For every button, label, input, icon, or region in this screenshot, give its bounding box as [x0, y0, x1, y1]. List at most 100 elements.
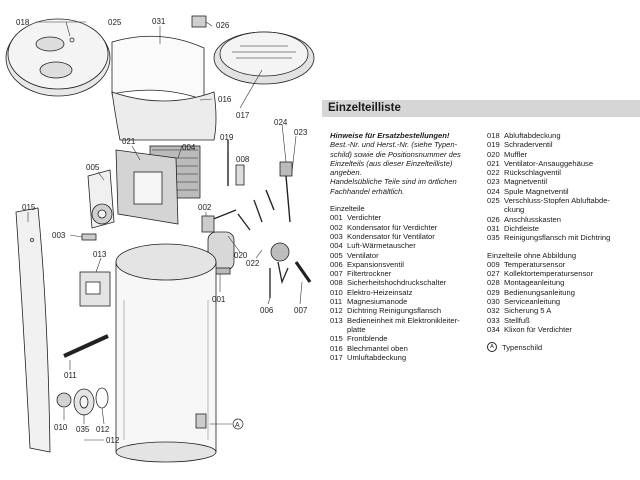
parts-list-title: Einzelteilliste [328, 102, 401, 114]
part-number: 017 [330, 352, 343, 362]
part-number: 005 [330, 250, 343, 260]
order-note-line: Fachhandel erhältlich. [330, 186, 405, 196]
control-unit-part [79, 271, 111, 307]
callout-008: 008 [236, 155, 250, 164]
section-heading-parts: Einzelteile [330, 204, 365, 214]
part-number: 003 [330, 231, 343, 241]
part-label: Magnetventil [504, 177, 548, 187]
callout-001: 001 [212, 295, 226, 304]
callout-016: 016 [218, 95, 232, 104]
parts-list-header: Einzelteilliste [322, 100, 640, 117]
exploded-view-diagram: 018 025 031 026 016 017 021 004 019 008 … [5, 15, 315, 463]
sealing-strip-part [111, 35, 205, 101]
part-label: platte [347, 324, 366, 334]
sealing-ring-part [95, 387, 109, 409]
order-note-title: Hinweise für Ersatzbestellungen! [330, 131, 450, 140]
part-label: Expansionsventil [347, 259, 404, 269]
callout-002: 002 [198, 203, 212, 212]
callout-007: 007 [294, 306, 308, 315]
magnesium-anode-part [63, 334, 109, 358]
part-label: Anschlusskasten [504, 214, 561, 224]
callout-018: 018 [16, 18, 30, 27]
part-label: Schraderventil [504, 140, 553, 150]
part-label: Verschluss-Stopfen Abluftabde- [504, 196, 610, 206]
type-plate-symbol-icon: A [487, 342, 497, 353]
storage-tank-part [115, 243, 217, 463]
callout-012-b: 012 [106, 436, 120, 445]
part-label: Sicherheitshochdruckschalter [347, 278, 447, 288]
list-item: 020 Muffler [487, 150, 637, 159]
part-number: 002 [330, 222, 343, 232]
part-number [330, 325, 347, 334]
order-note-line: Einzelteils (aus dieser Einzelteilliste) [330, 158, 453, 168]
callout-006: 006 [260, 306, 274, 315]
callout-003: 003 [52, 231, 66, 240]
part-number: 026 [487, 214, 500, 224]
callout-010: 010 [54, 423, 68, 432]
part-number: 021 [487, 158, 500, 168]
callout-035: 035 [76, 425, 90, 434]
callout-026: 026 [216, 21, 230, 30]
section-heading-unillustrated: Einzelteile ohne Abbildung [487, 250, 577, 260]
cleaning-flange-part [73, 388, 95, 416]
heating-insert-part [56, 392, 72, 408]
part-label: ckung [504, 205, 525, 215]
callout-015: 015 [22, 203, 36, 212]
fan-intake-housing-part [115, 149, 179, 225]
order-note-line: schild) sowie die Positionsnummer des [330, 149, 461, 159]
part-number: 019 [487, 140, 500, 150]
callout-005: 005 [86, 163, 100, 172]
part-label: Klixon für Verdichter [504, 324, 572, 334]
callout-004: 004 [182, 143, 196, 152]
callout-021: 021 [122, 137, 136, 146]
part-label: Stellfuß [504, 315, 530, 325]
list-item: 021 Ventilator-Ansauggehäuse [487, 159, 637, 168]
part-number: 027 [487, 269, 500, 279]
air-recirculation-cover-part [213, 31, 315, 85]
part-label: Muffler [504, 149, 528, 159]
callout-a: A [235, 422, 240, 429]
part-number: 015 [330, 334, 343, 344]
part-number: 020 [487, 149, 500, 159]
part-label: Kondensator für Verdichter [347, 222, 438, 232]
part-label: Rückschlagventil [504, 168, 561, 178]
list-item: ckung [487, 205, 637, 214]
part-number: 016 [330, 343, 343, 353]
order-note-line: angeben. [330, 168, 362, 178]
part-label: Bedieneinheit mit Elektronikleiter- [347, 315, 460, 325]
part-label: Dichtring Reinigungsflansch [347, 306, 442, 316]
list-item: 026 Anschlusskasten [487, 215, 637, 224]
part-number: 035 [487, 233, 500, 243]
list-item: 002 Kondensator für Verdichter [330, 223, 490, 232]
part-label: Magnesiumanode [347, 297, 408, 307]
connection-box-part [191, 15, 207, 28]
list-item: 023 Magnetventil [487, 177, 637, 186]
order-note-line: Best.-Nr. und Herst.-Nr. (siehe Typen- [330, 140, 458, 150]
part-number: 024 [487, 186, 500, 196]
upper-sheet-jacket-part [111, 91, 217, 141]
part-label: Ventilator-Ansauggehäuse [504, 158, 594, 168]
part-number: 031 [487, 223, 500, 233]
part-label: Verdichter [347, 213, 382, 223]
callout-013: 013 [93, 250, 107, 259]
part-number: 023 [487, 177, 500, 187]
part-label: Abluftabdeckung [504, 131, 561, 140]
part-number: 018 [487, 131, 500, 140]
type-plate-legend: A Typenschild [487, 342, 637, 353]
